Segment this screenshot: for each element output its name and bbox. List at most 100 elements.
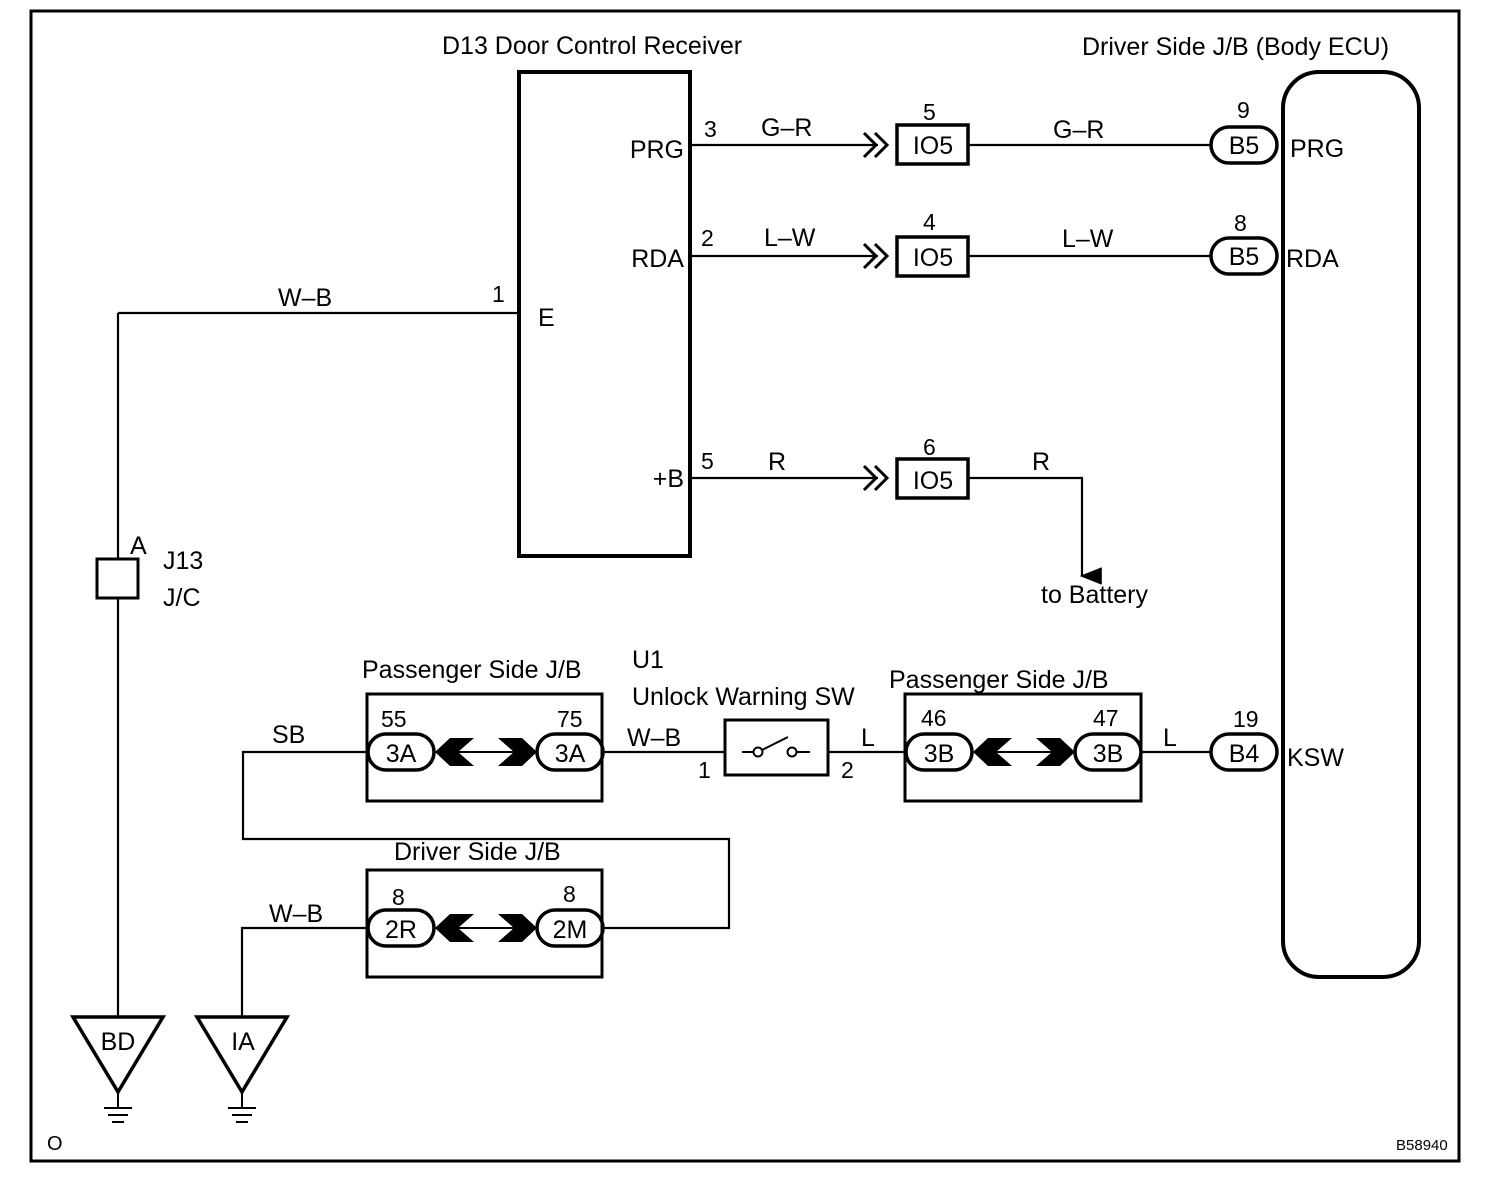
ground-ia-triangle xyxy=(193,1015,291,1096)
ecu-connector-ksw-label: B4 xyxy=(1229,740,1260,768)
connector-3a-right-pin: 75 xyxy=(557,706,583,732)
diagram-frame xyxy=(29,9,1461,1163)
junction-connector-type: J/C xyxy=(163,584,201,612)
receiver-port-e: E xyxy=(538,304,555,332)
receiver-title: D13 Door Control Receiver xyxy=(442,32,742,60)
body-ecu: Driver Side J/B (Body ECU) PRG RDA KSW xyxy=(1082,33,1421,979)
switch-box xyxy=(723,718,830,777)
receiver-port-rda: RDA xyxy=(631,245,684,273)
ecu-connector-prg-pin: 9 xyxy=(1237,97,1250,123)
ecu-connector-rda-pin: 8 xyxy=(1234,210,1247,236)
footer-left-code: O xyxy=(47,1133,63,1155)
wire-ksw-l1-color: L xyxy=(861,724,875,752)
switch-lever-icon xyxy=(761,736,789,751)
wire-sb: SB xyxy=(241,721,731,930)
connector-3a-left-label: 3A xyxy=(386,740,417,768)
wire-prg: 3 G–R IO5 5 G–R B5 9 xyxy=(690,97,1279,166)
wire-driver-jb-in-color: W–B xyxy=(269,900,323,928)
unlock-warning-switch: U1 Unlock Warning SW W–B 1 L 2 xyxy=(603,646,905,783)
ground-icon xyxy=(104,1107,132,1123)
connector-3b-left-label: 3B xyxy=(924,740,955,768)
connector-arrow-icon xyxy=(862,131,890,159)
connector-3b-right-label: 3B xyxy=(1093,740,1124,768)
switch-name: Unlock Warning SW xyxy=(632,683,855,711)
connection-left-arrow-icon xyxy=(973,738,1012,766)
switch-pin-2: 2 xyxy=(841,757,854,783)
ground-icon xyxy=(228,1107,256,1123)
driver-jb: Driver Side J/B 2R 8 2M 8 W–B xyxy=(240,838,605,1017)
wire-prg-color2: G–R xyxy=(1053,116,1104,144)
body-ecu-port-ksw: KSW xyxy=(1287,744,1344,772)
wire-b-color1: R xyxy=(768,448,786,476)
switch-contact-icon xyxy=(786,746,798,758)
connector-2m-label: 2M xyxy=(553,916,588,944)
connection-right-arrow-icon xyxy=(498,738,537,766)
ground-ia: IA xyxy=(193,1015,291,1123)
passenger-jb-3b-title: Passenger Side J/B xyxy=(889,666,1109,694)
connector-2m-pin: 8 xyxy=(563,881,576,907)
connector-arrow-icon xyxy=(862,464,890,492)
body-ecu-box xyxy=(1281,70,1421,979)
io5-connector-rda-pin: 4 xyxy=(923,209,936,235)
junction-connector-j13 xyxy=(95,557,140,600)
io5-connector-prg-pin: 5 xyxy=(923,99,936,125)
wire-prg-pin: 3 xyxy=(704,116,717,142)
ecu-connector-prg xyxy=(1209,125,1279,165)
io5-connector-b-label: IO5 xyxy=(913,467,953,495)
ground-bd-label: BD xyxy=(101,1028,136,1056)
ground-bd: BD xyxy=(69,1015,167,1123)
connection-left-arrow-icon xyxy=(435,738,474,766)
junction-connector-name: J13 xyxy=(163,547,203,575)
connector-3a-left-pin: 55 xyxy=(381,706,407,732)
wire-rda-color2: L–W xyxy=(1062,225,1114,253)
door-control-receiver: D13 Door Control Receiver PRG RDA E +B xyxy=(442,32,742,558)
switch-pin-1: 1 xyxy=(698,757,711,783)
ground-bd-triangle xyxy=(69,1015,167,1096)
io5-connector-prg-label: IO5 xyxy=(913,132,953,160)
body-ecu-port-rda: RDA xyxy=(1286,245,1339,273)
wire-prg-color1: G–R xyxy=(761,114,812,142)
connection-right-arrow-icon xyxy=(498,914,537,942)
connector-3b-left xyxy=(904,732,974,772)
connector-3a-right-label: 3A xyxy=(555,740,586,768)
ecu-connector-rda-label: B5 xyxy=(1229,243,1260,271)
wire-rda-color1: L–W xyxy=(764,224,816,252)
wire-e-color: W–B xyxy=(278,284,332,312)
io5-connector-b-pin: 6 xyxy=(923,434,936,460)
ecu-connector-ksw-pin: 19 xyxy=(1233,706,1259,732)
wire-ksw-l2-color: L xyxy=(1163,724,1177,752)
ecu-connector-ksw xyxy=(1209,732,1279,772)
connection-right-arrow-icon xyxy=(1036,738,1075,766)
ground-ia-label: IA xyxy=(231,1028,255,1056)
receiver-port-b: +B xyxy=(653,465,684,493)
wire-b: 5 R IO5 6 R to Battery xyxy=(690,434,1148,609)
junction-connector-pin: A xyxy=(130,532,147,560)
switch-contact-icon xyxy=(752,746,764,758)
io5-connector-rda-label: IO5 xyxy=(913,244,953,272)
driver-jb-title: Driver Side J/B xyxy=(394,838,561,866)
connector-2m xyxy=(535,908,605,948)
passenger-jb-3a-title: Passenger Side J/B xyxy=(362,656,582,684)
connector-3b-right-pin: 47 xyxy=(1093,705,1119,731)
ecu-connector-prg-label: B5 xyxy=(1229,132,1260,160)
connector-arrow-icon xyxy=(862,242,890,270)
passenger-jb-3b: Passenger Side J/B 3B 46 3B 47 L B4 19 xyxy=(889,666,1279,803)
body-ecu-port-prg: PRG xyxy=(1290,135,1344,163)
wire-rda-pin: 2 xyxy=(701,225,714,251)
connector-2r-label: 2R xyxy=(385,916,417,944)
diagram-code: B58940 xyxy=(1396,1137,1448,1154)
connector-2r-pin: 8 xyxy=(392,884,405,910)
wire-e-pin: 1 xyxy=(492,281,505,307)
wire-b-destination: to Battery xyxy=(1041,581,1148,609)
receiver-port-prg: PRG xyxy=(630,136,684,164)
ecu-connector-rda xyxy=(1209,236,1279,276)
wire-ksw-mid-color: W–B xyxy=(627,724,681,752)
connection-left-arrow-icon xyxy=(435,914,474,942)
wire-b-pin: 5 xyxy=(701,448,714,474)
switch-code: U1 xyxy=(632,646,664,674)
wire-sb-color: SB xyxy=(272,721,305,749)
wire-rda: 2 L–W IO5 4 L–W B5 8 xyxy=(690,209,1279,278)
wire-b-color2: R xyxy=(1032,448,1050,476)
passenger-jb-3a: Passenger Side J/B 3A 55 3A 75 xyxy=(362,656,605,803)
